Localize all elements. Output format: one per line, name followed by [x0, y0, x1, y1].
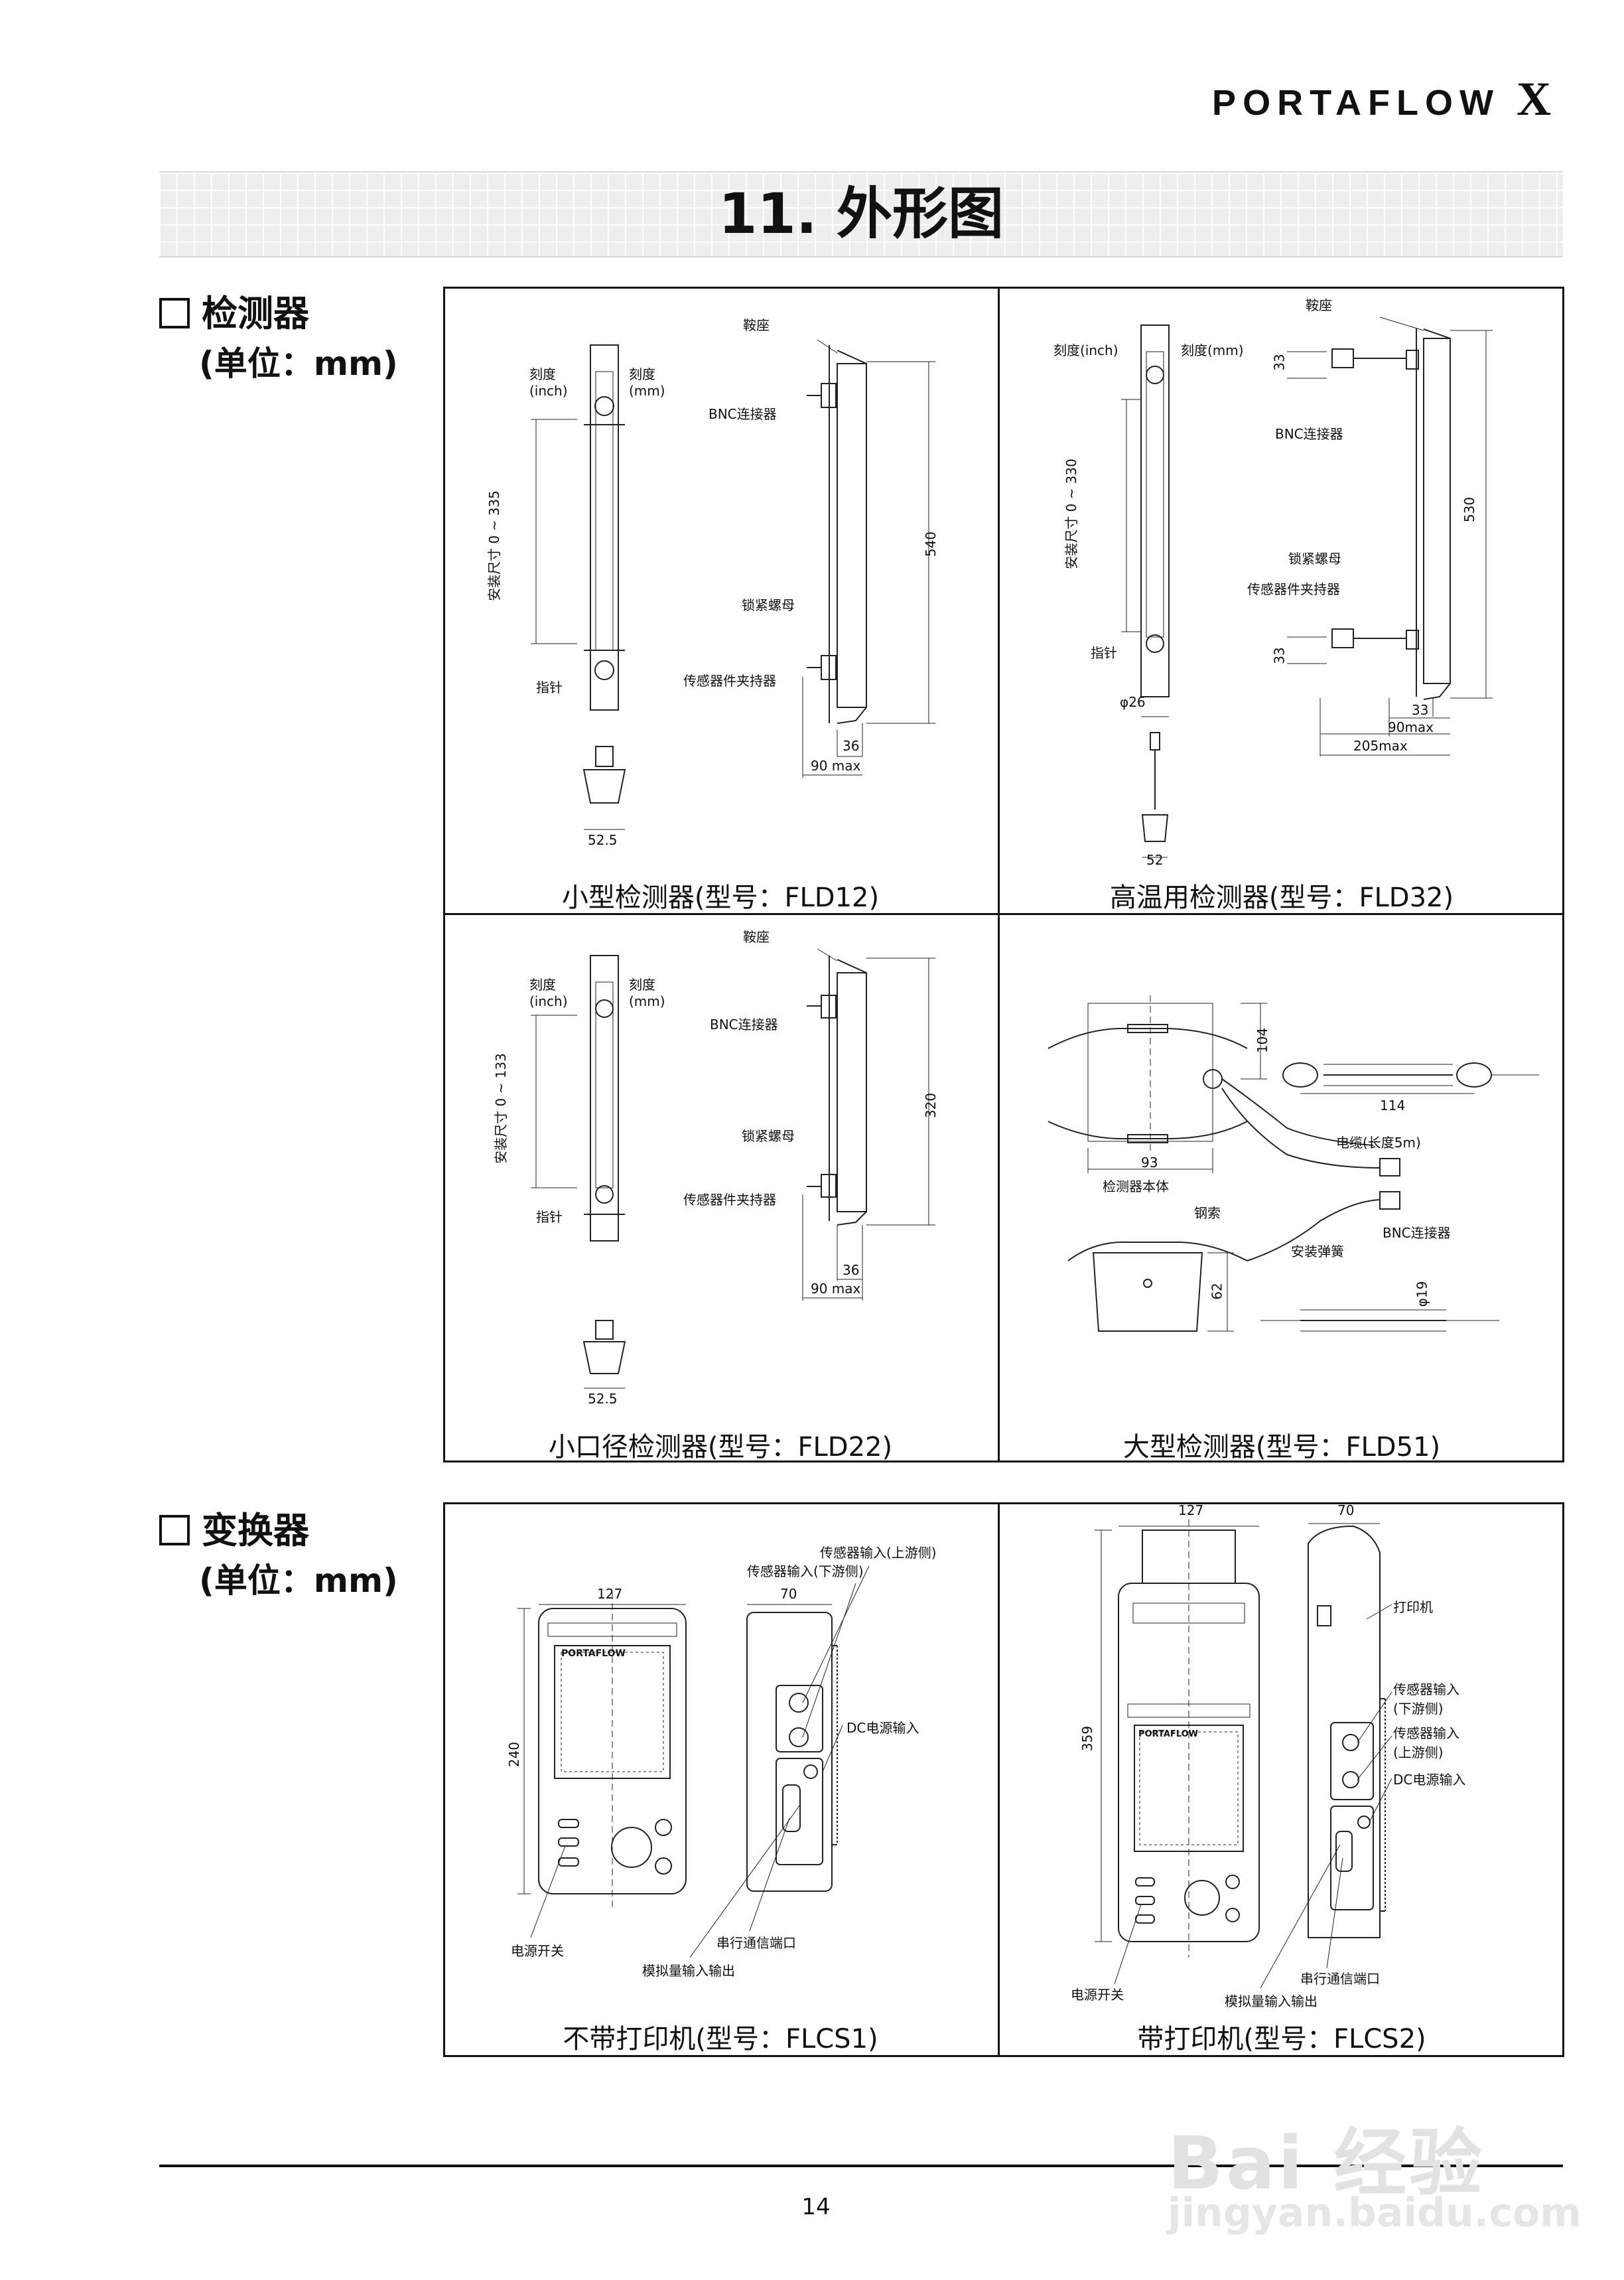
label-power-switch: 电源开关: [1071, 1987, 1124, 2003]
label-saddle: 鞍座: [743, 317, 770, 333]
dim-52-5: 52.5: [588, 1391, 618, 1407]
label-analog-io: 模拟量输入输出: [1225, 1993, 1318, 2009]
label-scale-inch: 刻度(inch): [1053, 342, 1118, 358]
caption-fld12: 小型检测器(型号：FLD12): [561, 883, 880, 913]
frame-divider: [443, 913, 1564, 915]
section-detector-heading: 检测器: [159, 284, 309, 336]
dim-90: 90 max: [811, 758, 861, 774]
dim-70: 70: [780, 1586, 797, 1602]
label-bnc-connector: BNC连接器: [1275, 426, 1343, 442]
page-title: 11. 外形图: [718, 181, 1004, 246]
label-pointer: 指针: [1091, 645, 1117, 661]
label-lock-nut: 锁紧螺母: [742, 1128, 795, 1144]
device-brand-text: PORTAFLOW: [1138, 1729, 1199, 1739]
page-number: 14: [801, 2194, 831, 2220]
label-dc-input: DC电源输入: [846, 1720, 919, 1736]
label-power-switch: 电源开关: [511, 1943, 564, 1959]
label-scale-inch: 刻度 (inch): [529, 366, 568, 399]
label-lock-nut: 锁紧螺母: [1288, 551, 1341, 567]
label-bnc-connector: BNC连接器: [1383, 1225, 1451, 1241]
dim-70: 70: [1337, 1502, 1355, 1518]
label-scale-mm: 刻度 (mm): [629, 977, 665, 1009]
brand-logo: PORTAFLOW X: [1212, 72, 1551, 125]
label-scale-inch: 刻度 (inch): [529, 977, 568, 1009]
converter-drawing-frame: [443, 1502, 1564, 2057]
label-steel-wire: 钢索: [1194, 1205, 1221, 1221]
label-scale-mm: 刻度(mm): [1181, 342, 1244, 358]
caption-fld32: 高温用检测器(型号：FLD32): [1109, 883, 1454, 913]
dim-90: 90 max: [811, 1281, 861, 1297]
dim-127: 127: [1178, 1502, 1204, 1518]
title-banner: [159, 171, 1563, 257]
frame-divider: [998, 287, 1000, 1462]
caption-flcs2: 带打印机(型号：FLCS2): [1137, 2024, 1426, 2054]
section-converter-heading: 变换器: [159, 1501, 309, 1553]
label-analog-io: 模拟量输入输出: [642, 1963, 735, 1979]
label-cable: 电缆(长度5m): [1336, 1135, 1421, 1151]
dim-93: 93: [1141, 1155, 1158, 1171]
label-saddle: 鞍座: [743, 929, 770, 945]
label-sensor-input-downstream: 传感器输入(下游侧): [747, 1563, 864, 1579]
caption-flcs1: 不带打印机(型号：FLCS1): [563, 2024, 878, 2054]
label-saddle: 鞍座: [1306, 297, 1332, 313]
detector-drawing-frame: [443, 287, 1564, 1462]
label-printer: 打印机: [1393, 1599, 1433, 1615]
label-mounting-spring: 安装弹簧: [1291, 1244, 1344, 1259]
label-pointer: 指针: [536, 679, 563, 695]
label-bnc-connector: BNC连接器: [709, 406, 777, 422]
section-converter-unit: (单位：mm): [199, 1561, 398, 1600]
label-scale-mm: 刻度 (mm): [629, 366, 665, 399]
dim-90: 90max: [1388, 719, 1434, 735]
label-pointer: 指针: [536, 1209, 563, 1225]
label-bnc-connector: BNC连接器: [710, 1017, 778, 1033]
label-sensor-holder: 传感器件夹持器: [683, 1192, 776, 1208]
section-detector-unit: (单位：mm): [199, 344, 398, 383]
watermark-logo: Bai 经验: [1168, 2121, 1485, 2206]
label-sensor-holder: 传感器件夹持器: [683, 673, 776, 689]
checkbox-icon: [159, 298, 190, 328]
label-lock-nut: 锁紧螺母: [742, 597, 795, 613]
caption-fld22: 小口径检测器(型号：FLD22): [548, 1432, 893, 1462]
label-sensor-input-downstream: 传感器输入 (下游侧): [1393, 1681, 1459, 1717]
label-sensor-holder: 传感器件夹持器: [1247, 581, 1340, 597]
label-sensor-input-upstream: 传感器输入 (上游侧): [1393, 1725, 1459, 1760]
dim-114: 114: [1380, 1098, 1406, 1113]
checkbox-icon: [159, 1515, 190, 1545]
dim-33: 33: [1412, 702, 1429, 718]
dim-36: 36: [843, 738, 860, 754]
caption-fld51: 大型检测器(型号：FLD51): [1122, 1432, 1441, 1462]
dim-phi-26: φ26: [1120, 694, 1146, 710]
dim-52: 52: [1146, 852, 1164, 868]
label-serial-port: 串行通信端口: [1300, 1971, 1380, 1987]
device-brand-text: PORTAFLOW: [561, 1648, 626, 1659]
dim-359: 359: [1079, 1725, 1096, 1752]
footer-rule: [159, 2165, 1563, 2167]
label-dc-input: DC电源输入: [1393, 1772, 1466, 1788]
frame-divider: [998, 1502, 1000, 2057]
label-sensor-input-upstream: 传感器输入(上游侧): [820, 1545, 937, 1561]
dim-36: 36: [843, 1262, 860, 1278]
dim-127: 127: [597, 1586, 623, 1602]
dim-52-5: 52.5: [588, 832, 618, 848]
label-detector-body: 检测器本体: [1103, 1178, 1169, 1194]
label-serial-port: 串行通信端口: [716, 1935, 796, 1951]
dim-205: 205max: [1353, 738, 1408, 754]
watermark-url: jingyan.baidu.com: [1168, 2190, 1582, 2236]
